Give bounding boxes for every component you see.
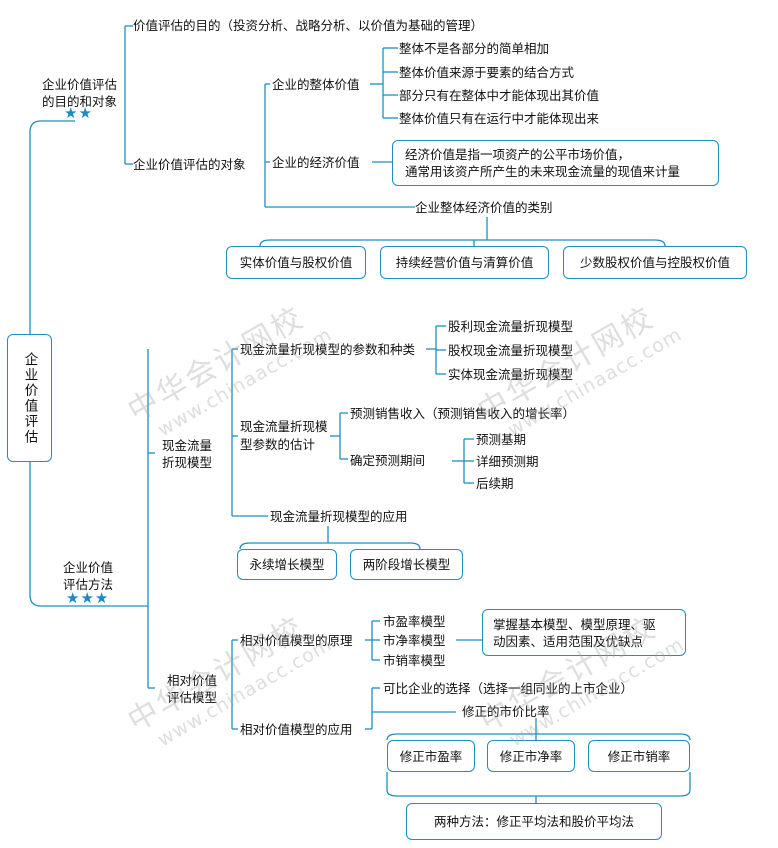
comparable-selection: 可比企业的选择（选择一组同业的上市企业） — [383, 681, 634, 696]
dcf-estimate-line2: 型参数的估计 — [240, 437, 316, 452]
dcf-estimate-line1: 现金流量折现模 — [240, 419, 328, 434]
branch2-stars: ★★★ — [66, 589, 110, 607]
whole-value-label: 企业的整体价值 — [272, 77, 360, 92]
dcf-model-2: 股权现金流量折现模型 — [448, 343, 574, 358]
branch1-label-line2: 的目的和对象 — [42, 94, 118, 109]
forecast-period: 确定预测期间 — [350, 453, 426, 468]
economic-def-line1: 经济价值是指一项资产的公平市场价值， — [405, 147, 631, 162]
relative-label-line1: 相对价值 — [167, 673, 218, 688]
corrected-ratio: 修正的市价比率 — [462, 704, 550, 719]
category-1: 实体价值与股权价值 — [226, 246, 366, 279]
whole-point-2: 整体价值来源于要素的结合方式 — [399, 65, 575, 80]
principle-note-box: 掌握基本模型、模型原理、驱 动因素、适用范围及优缺点 — [482, 609, 686, 656]
economic-value-label: 企业的经济价值 — [272, 155, 360, 170]
root-node: 企业价值评估 — [7, 334, 52, 462]
categories-title: 企业整体经济价值的类别 — [415, 200, 553, 215]
relative-principle: 相对价值模型的原理 — [240, 633, 353, 648]
period-3: 后续期 — [476, 476, 514, 491]
dcf-application: 现金流量折现模型的应用 — [270, 509, 408, 524]
principle-model-2: 市净率模型 — [383, 633, 446, 648]
branch1-stars: ★★ — [64, 104, 93, 122]
branch2-label-line2: 评估方法 — [63, 577, 114, 592]
branch1-label-line1: 企业价值评估 — [42, 77, 118, 92]
dcf-model-3: 实体现金流量折现模型 — [448, 367, 574, 382]
two-methods-box: 两种方法：修正平均法和股价平均法 — [406, 803, 662, 840]
corrected-item-3: 修正市销率 — [588, 740, 690, 772]
dcf-label-line2: 折现模型 — [162, 455, 213, 470]
purpose-label: 价值评估的目的（投资分析、战略分析、以价值为基础的管理） — [133, 18, 484, 33]
principle-note-line2: 动因素、适用范围及优缺点 — [493, 633, 644, 649]
root-label: 企业价值评估 — [21, 351, 38, 445]
dcf-model-1: 股利现金流量折现模型 — [448, 319, 574, 334]
economic-definition-box: 经济价值是指一项资产的公平市场价值， 通常用该资产所产生的未来现金流量的现值来计… — [392, 140, 719, 186]
principle-note-line1: 掌握基本模型、模型原理、驱 — [493, 616, 656, 632]
category-2: 持续经营价值与清算价值 — [380, 246, 549, 279]
app-model-2: 两阶段增长模型 — [350, 549, 463, 580]
forecast-sales: 预测销售收入（预测销售收入的增长率） — [350, 406, 576, 421]
branch2-label-line1: 企业价值 — [63, 560, 114, 575]
relative-application: 相对价值模型的应用 — [240, 722, 353, 737]
dcf-params-title: 现金流量折现模型的参数和种类 — [240, 342, 416, 357]
category-3: 少数股权价值与控股权价值 — [563, 246, 747, 279]
period-2: 详细预测期 — [476, 454, 539, 469]
principle-model-1: 市盈率模型 — [383, 614, 446, 629]
period-1: 预测基期 — [476, 432, 527, 447]
corrected-item-1: 修正市盈率 — [387, 740, 475, 772]
principle-model-3: 市销率模型 — [383, 653, 446, 668]
economic-def-line2: 通常用该资产所产生的未来现金流量的现值来计量 — [405, 164, 681, 179]
object-label: 企业价值评估的对象 — [133, 157, 246, 172]
dcf-label-line1: 现金流量 — [162, 438, 213, 453]
whole-point-4: 整体价值只有在运行中才能体现出来 — [399, 111, 600, 126]
relative-label-line2: 评估模型 — [167, 690, 218, 705]
app-model-1: 永续增长模型 — [237, 549, 337, 580]
whole-point-3: 部分只有在整体中才能体现出其价值 — [399, 88, 600, 103]
whole-point-1: 整体不是各部分的简单相加 — [399, 41, 550, 56]
corrected-item-2: 修正市净率 — [487, 740, 575, 772]
